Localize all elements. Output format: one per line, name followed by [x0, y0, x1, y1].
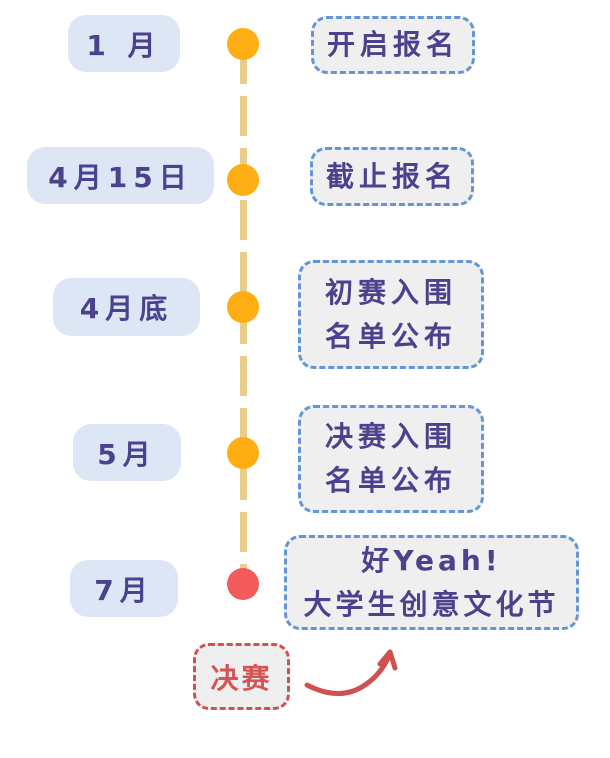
date-label: 7月: [70, 560, 178, 617]
date-label: 4月15日: [27, 147, 214, 204]
event-box: 初赛入围名单公布: [298, 260, 484, 369]
timeline-dot: [227, 291, 259, 323]
event-text: 名单公布: [324, 319, 457, 353]
event-text: 好Yeah!: [361, 543, 502, 577]
event-box: 开启报名: [311, 16, 475, 74]
date-label: 4月底: [53, 278, 200, 336]
event-text: 初赛入围: [324, 275, 457, 309]
timeline-dot: [227, 28, 259, 60]
timeline-dot: [227, 437, 259, 469]
event-text: 大学生创意文化节: [303, 587, 560, 621]
event-text: 开启报名: [326, 28, 459, 61]
event-text: 截止报名: [325, 159, 458, 193]
event-box-final: 好Yeah! 大学生创意文化节: [284, 535, 579, 630]
event-box: 决赛入围名单公布: [298, 405, 484, 513]
timeline-dot-final: [227, 568, 259, 600]
event-box: 截止报名: [310, 147, 474, 206]
event-text: 名单公布: [324, 464, 457, 497]
timeline-dot: [227, 164, 259, 196]
date-label: 5月: [73, 424, 181, 481]
date-label: 1 月: [68, 15, 180, 72]
final-tag: 决赛: [193, 643, 290, 710]
event-text: 决赛入围: [324, 420, 457, 453]
final-tag-text: 决赛: [210, 661, 273, 695]
curved-arrow-icon: [304, 649, 398, 696]
